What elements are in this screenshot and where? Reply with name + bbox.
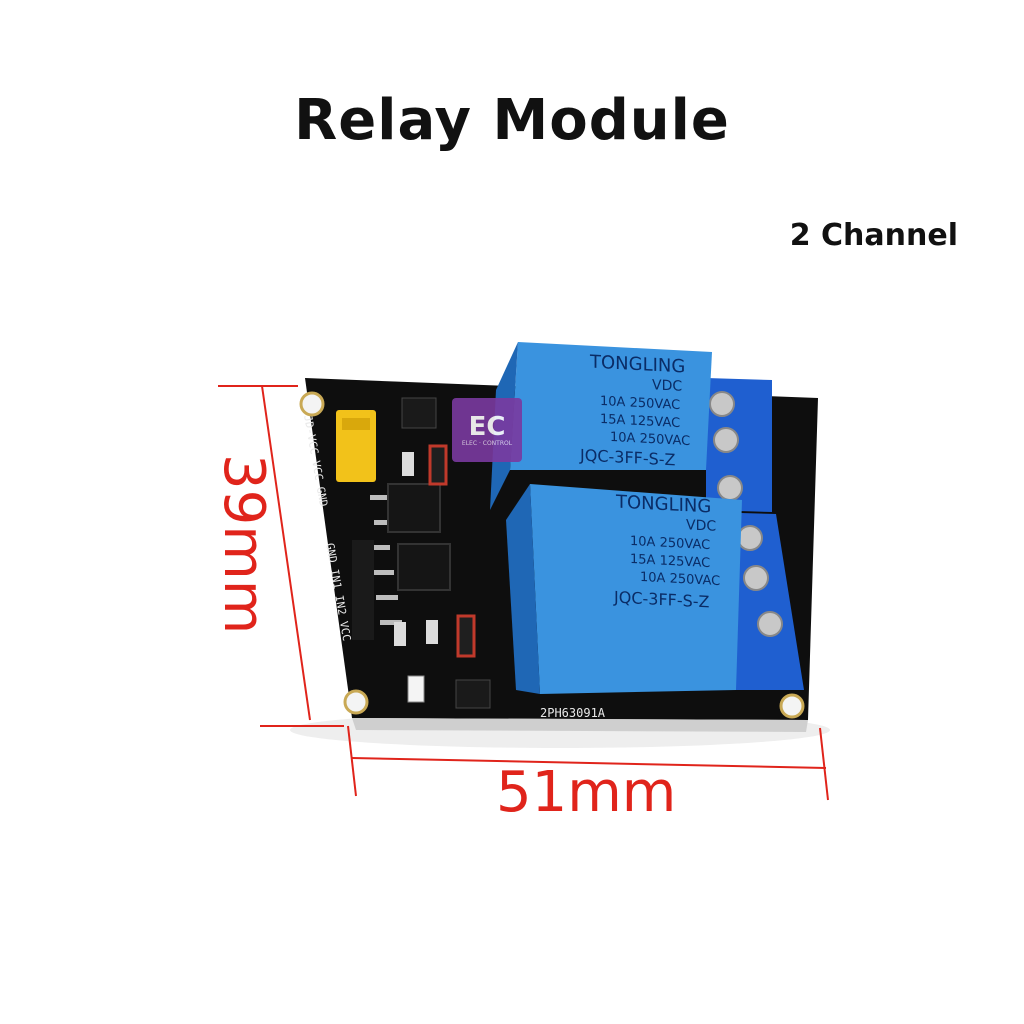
channel-subtitle: 2 Channel [789,218,958,253]
smd-resistor [426,620,438,644]
pin-header [368,495,402,625]
diode [456,614,476,658]
smd-resistor [402,452,414,476]
smd-resistor [394,622,406,646]
relay-2-top [530,484,742,694]
optocoupler-chip [387,483,441,533]
pcb-edge [352,718,808,732]
mounting-hole [343,689,369,715]
page-title: Relay Module [294,88,730,153]
diode [428,444,448,486]
transistor [401,397,437,429]
part-number: 2PH63091A [540,706,606,720]
brand-watermark-logo: EC ELEC · CONTROL [452,398,522,462]
relay-2-side [506,484,540,694]
led [407,675,425,703]
relay-1-top [510,342,712,470]
width-dimension-label: 51mm [496,760,677,825]
mounting-hole [299,391,325,417]
relay-1-type: VDC [652,377,683,395]
terminal-screws [709,391,783,637]
logo-text: EC [468,411,506,442]
transistor [455,679,491,709]
height-dimension-label: 39mm [211,454,276,635]
mounting-hole [779,693,805,719]
relay-2-type: VDC [686,517,717,535]
optocoupler-chip [397,543,451,591]
logo-subtext: ELEC · CONTROL [461,439,513,447]
